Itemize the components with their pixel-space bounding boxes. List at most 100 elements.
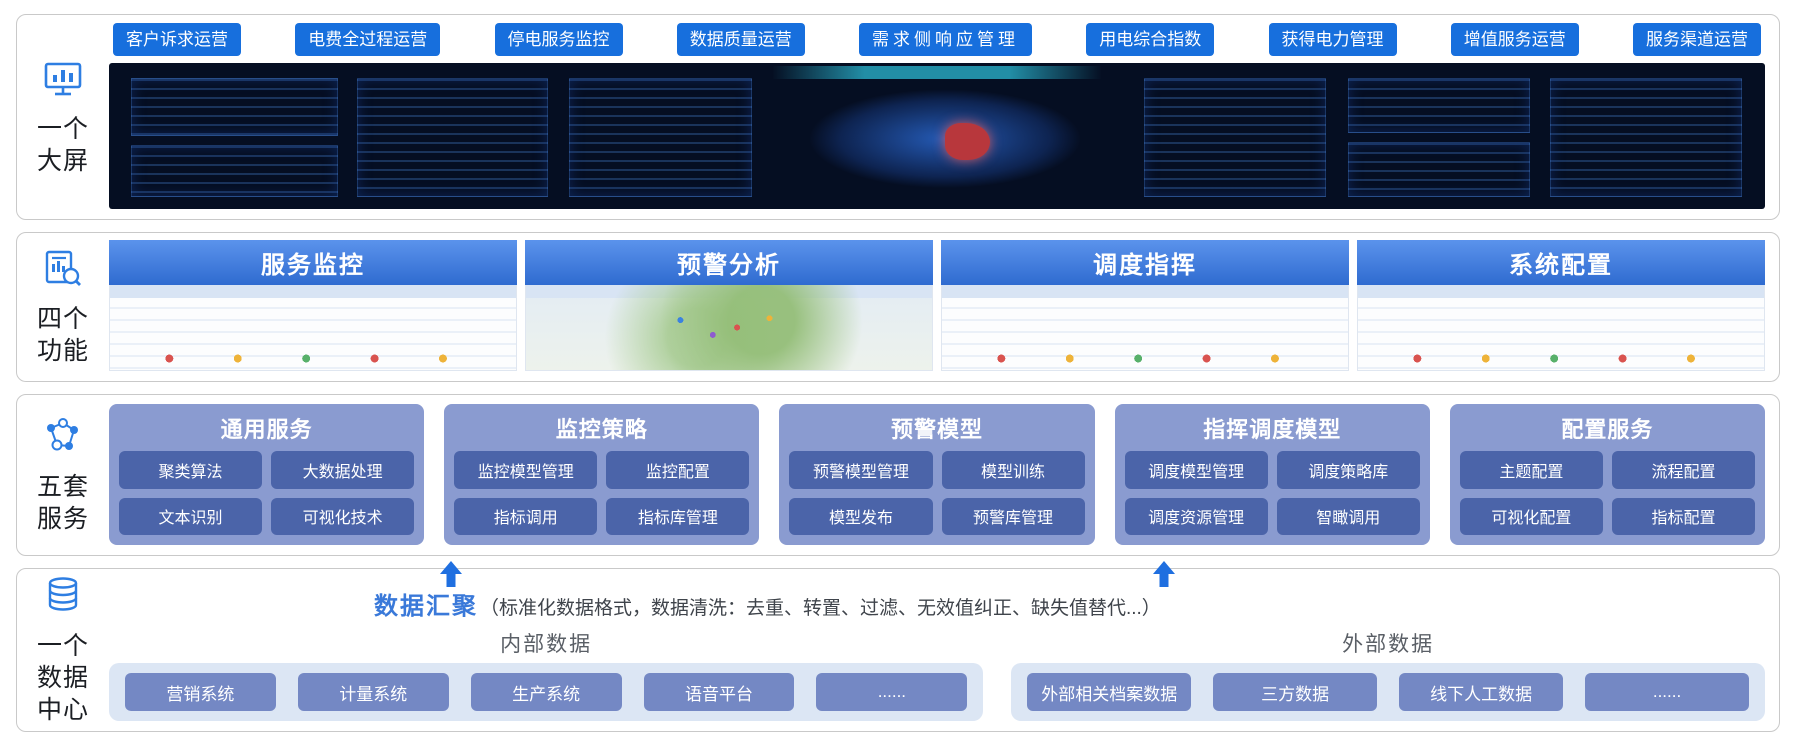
data-source-item[interactable]: 语音平台	[643, 673, 795, 711]
service-item[interactable]: 可视化配置	[1459, 497, 1603, 535]
network-nodes-icon	[41, 415, 85, 464]
dashboard-widget	[1347, 141, 1530, 198]
five-services-side: 五套 服务	[17, 395, 109, 555]
service-item[interactable]: 指标配置	[1611, 497, 1756, 535]
service-item[interactable]: 预警库管理	[941, 497, 1085, 535]
function-screenshot	[1357, 285, 1765, 371]
data-aggregation-title: 数据汇聚	[373, 593, 478, 620]
function-panel: 系统配置	[1357, 240, 1765, 371]
dashboard-widget	[1144, 77, 1327, 198]
service-group-grid: 预警模型管理 模型训练 模型发布 预警库管理	[789, 451, 1085, 535]
service-item[interactable]: 监控配置	[606, 451, 750, 489]
screen-tab[interactable]: 获得电力管理	[1268, 23, 1397, 56]
service-item[interactable]: 调度模型管理	[1124, 451, 1268, 489]
four-functions-side: 四个 功能	[17, 233, 109, 381]
service-group: 监控策略 监控模型管理 监控配置 指标调用 指标库管理	[444, 404, 760, 545]
dashboard-widget	[569, 77, 752, 198]
big-screen-section: 一个 大屏 客户诉求运营 电费全过程运营 停电服务监控 数据质量运营 需求侧响应…	[16, 14, 1780, 220]
dashboard-widget	[130, 144, 338, 198]
service-item[interactable]: 模型发布	[789, 497, 933, 535]
service-item[interactable]: 聚类算法	[119, 451, 263, 489]
external-data-label: 外部数据	[1342, 633, 1435, 656]
internal-data-area: 内部数据 营销系统 计量系统 生产系统 语音平台 ......	[109, 627, 984, 721]
function-panel-row: 服务监控 预警分析 调度指挥 系统配置	[109, 240, 1765, 371]
function-panel-title[interactable]: 预警分析	[525, 240, 933, 285]
dashboard-map	[771, 70, 1120, 202]
dashboard-widget	[1347, 77, 1530, 134]
function-panel-title[interactable]: 服务监控	[109, 240, 517, 285]
data-source-item[interactable]: 三方数据	[1213, 673, 1378, 711]
screen-tab[interactable]: 服务渠道运营	[1633, 23, 1761, 56]
data-source-item[interactable]: ......	[816, 673, 968, 711]
service-item[interactable]: 指标库管理	[606, 497, 750, 535]
screen-tab[interactable]: 客户诉求运营	[113, 23, 241, 56]
report-magnifier-icon	[41, 247, 85, 296]
function-panel: 服务监控	[109, 240, 517, 371]
service-group: 指挥调度模型 调度模型管理 调度策略库 调度资源管理 智瞰调用	[1114, 404, 1430, 545]
dashboard-widget	[1549, 77, 1742, 198]
service-item[interactable]: 智瞰调用	[1276, 497, 1420, 535]
service-item[interactable]: 调度资源管理	[1124, 497, 1268, 535]
data-source-item[interactable]: 营销系统	[125, 673, 276, 711]
big-screen-side: 一个 大屏	[17, 15, 109, 219]
service-group-grid: 聚类算法 大数据处理 文本识别 可视化技术	[119, 451, 415, 535]
dashboard-widget	[130, 77, 338, 136]
function-panel-title[interactable]: 调度指挥	[941, 240, 1349, 285]
data-area-row: 内部数据 营销系统 计量系统 生产系统 语音平台 ...... 外部数据 外部相…	[109, 627, 1765, 721]
internal-data-label: 内部数据	[500, 633, 593, 656]
service-item[interactable]: 调度策略库	[1276, 451, 1420, 489]
screen-tab[interactable]: 电费全过程运营	[295, 23, 441, 56]
service-item[interactable]: 模型训练	[941, 451, 1085, 489]
service-item[interactable]: 流程配置	[1611, 451, 1756, 489]
data-source-item[interactable]: 线下人工数据	[1399, 673, 1564, 711]
service-group: 通用服务 聚类算法 大数据处理 文本识别 可视化技术	[109, 404, 425, 545]
screen-tab[interactable]: 需求侧响应管理	[859, 23, 1032, 56]
service-group-title: 配置服务	[1561, 417, 1654, 442]
service-item[interactable]: 可视化技术	[271, 497, 415, 535]
dashboard-widget	[357, 77, 548, 198]
data-center-label: 一个 数据 中心	[36, 632, 89, 724]
external-data-box: 外部相关档案数据 三方数据 线下人工数据 ......	[1011, 663, 1765, 721]
service-item[interactable]: 大数据处理	[271, 451, 415, 489]
service-item[interactable]: 预警模型管理	[789, 451, 933, 489]
service-item[interactable]: 监控模型管理	[454, 451, 598, 489]
data-center-section: 一个 数据 中心 数据汇聚 （标准化数据格式，数据清洗：去重、转置、过滤、无效值…	[16, 568, 1780, 732]
monitor-chart-icon	[41, 57, 85, 106]
service-group: 预警模型 预警模型管理 模型训练 模型发布 预警库管理	[779, 404, 1095, 545]
dashboard-screenshot	[109, 63, 1765, 209]
big-screen-label: 一个 大屏	[36, 115, 89, 175]
screen-tab[interactable]: 数据质量运营	[676, 23, 805, 56]
service-group-grid: 调度模型管理 调度策略库 调度资源管理 智瞰调用	[1124, 451, 1420, 535]
four-functions-section: 四个 功能 服务监控 预警分析 调度指挥 系统配置	[16, 232, 1780, 382]
data-aggregation-heading: 数据汇聚 （标准化数据格式，数据清洗：去重、转置、过滤、无效值纠正、缺失值替代.…	[109, 576, 1765, 625]
data-source-item[interactable]: 外部相关档案数据	[1027, 673, 1192, 711]
function-screenshot	[941, 285, 1349, 371]
service-item[interactable]: 主题配置	[1459, 451, 1603, 489]
up-arrow-icon	[1153, 561, 1175, 589]
function-panel: 调度指挥	[941, 240, 1349, 371]
service-group-title: 通用服务	[220, 417, 313, 442]
five-services-label: 五套 服务	[36, 473, 89, 533]
service-group: 配置服务 主题配置 流程配置 可视化配置 指标配置	[1449, 404, 1766, 545]
data-source-item[interactable]: 计量系统	[297, 673, 449, 711]
external-data-area: 外部数据 外部相关档案数据 三方数据 线下人工数据 ......	[1011, 627, 1765, 721]
data-aggregation-note: （标准化数据格式，数据清洗：去重、转置、过滤、无效值纠正、缺失值替代...）	[479, 598, 1161, 619]
database-icon	[41, 574, 85, 623]
up-arrow-icon	[440, 561, 462, 589]
service-group-grid: 监控模型管理 监控配置 指标调用 指标库管理	[454, 451, 750, 535]
function-panel: 预警分析	[525, 240, 933, 371]
screen-tab[interactable]: 用电综合指数	[1086, 23, 1215, 56]
service-group-title: 监控策略	[555, 417, 648, 442]
function-panel-title[interactable]: 系统配置	[1357, 240, 1765, 285]
data-source-item[interactable]: 生产系统	[470, 673, 622, 711]
service-item[interactable]: 文本识别	[119, 497, 263, 535]
screen-tab[interactable]: 增值服务运营	[1450, 23, 1579, 56]
internal-data-box: 营销系统 计量系统 生产系统 语音平台 ......	[109, 663, 984, 721]
five-services-section: 五套 服务 通用服务 聚类算法 大数据处理 文本识别 可视化技术 监控策略 监控…	[16, 394, 1780, 556]
big-screen-tab-row: 客户诉求运营 电费全过程运营 停电服务监控 数据质量运营 需求侧响应管理 用电综…	[109, 22, 1765, 63]
service-group-title: 指挥调度模型	[1203, 417, 1342, 442]
service-item[interactable]: 指标调用	[454, 497, 598, 535]
data-source-item[interactable]: ......	[1585, 673, 1749, 711]
screen-tab[interactable]: 停电服务监控	[494, 23, 623, 56]
